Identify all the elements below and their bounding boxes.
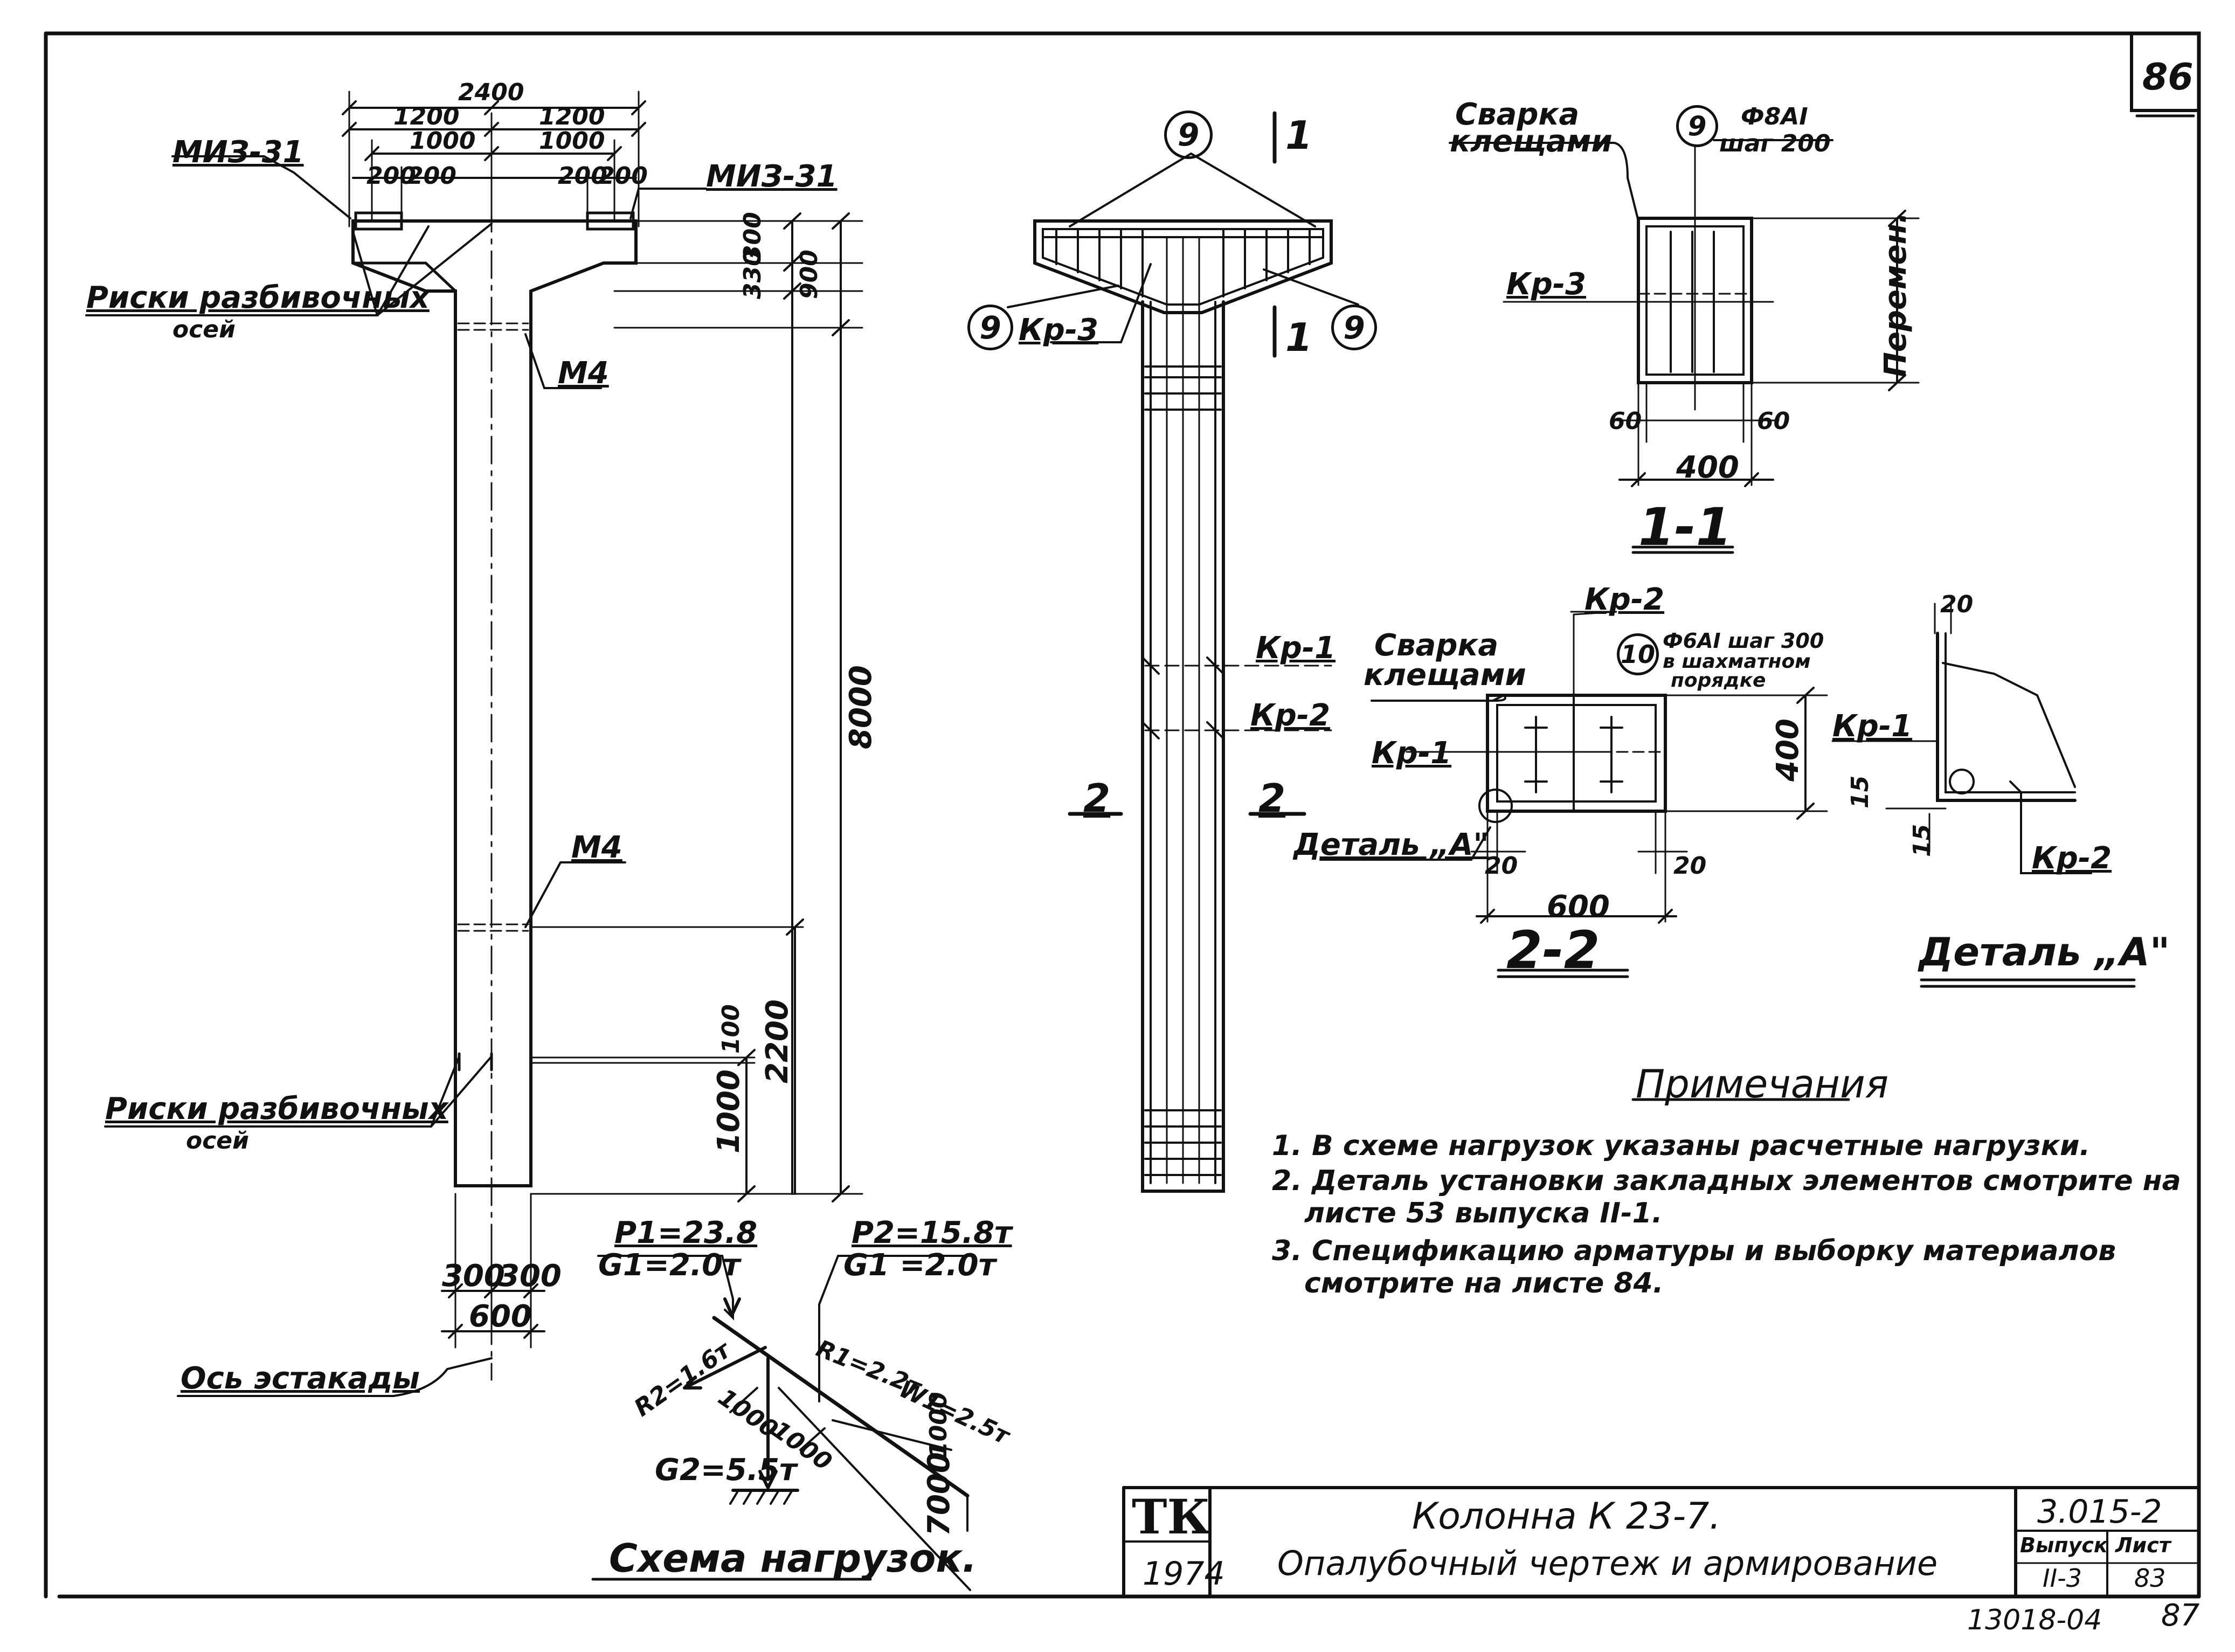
position-9-left: 9 [967, 305, 1013, 350]
section-2-2-title: 2-2 [1506, 920, 1600, 980]
dim-300-right: 300 [499, 1259, 562, 1294]
position-10-section: 10 [1617, 633, 1659, 675]
dim-8000: 8000 [843, 665, 878, 749]
variable-label: Перемен. [1878, 212, 1913, 377]
dim-100: 100 [717, 1004, 745, 1054]
kr2-label-detail: Кр-2 [2032, 841, 2112, 876]
bar-spec-2-2-order: порядке [1671, 669, 1766, 692]
note-3: 3. Спецификацию арматуры и выборку матер… [1272, 1235, 2116, 1267]
sheet-number-top: 86 [2142, 56, 2194, 99]
dim-200-c: 200 [558, 162, 607, 190]
load-g1-left: G1=2.0т [598, 1248, 741, 1283]
bar-spec-2-2-pattern: в шахматном [1663, 651, 1811, 673]
detail-a-title: Деталь „А" [1919, 929, 2170, 974]
title-block-logo: ТК [1132, 1489, 1210, 1545]
title-block-title-2: Опалубочный чертеж и армирование [1277, 1544, 1938, 1583]
dim-2200: 2200 [760, 999, 795, 1083]
load-g1-right: G1 =2.0т [843, 1248, 997, 1283]
dim-200-a: 200 [366, 162, 416, 190]
position-9-top: 9 [1164, 110, 1213, 159]
dim-400-section-1: 400 [1676, 450, 1739, 485]
detail-a-dim-15-b: 15 [1908, 824, 1936, 857]
risk-label-bottom-axes: осей [186, 1127, 249, 1155]
notes-heading: Примечания [1636, 1061, 1889, 1107]
section-1-1-title: 1-1 [1638, 497, 1732, 557]
mark-m4-top: М4 [558, 356, 609, 391]
title-block-issue-value: II-3 [2043, 1564, 2082, 1593]
kr1-label-detail: Кр-1 [1832, 709, 1913, 744]
dim-1000-right: 1000 [539, 127, 605, 155]
dim-20-left: 20 [1485, 852, 1518, 880]
dim-600-section-2: 600 [1547, 889, 1610, 924]
risk-label-top-axes: осей [172, 316, 236, 343]
detail-a-dim-15-a: 15 [1846, 775, 1874, 808]
dim-400-section-2: 400 [1770, 718, 1805, 782]
title-block-year: 1974 [1143, 1555, 1225, 1593]
load-dim-7000: 7000 [922, 1452, 957, 1536]
position-9-section: 9 [1676, 105, 1718, 147]
risk-label-top: Риски разбивочных [86, 280, 430, 315]
weld-label-1: Сварка [1455, 97, 1580, 132]
dim-60-left: 60 [1609, 407, 1642, 435]
title-block-issue-label: Выпуск [2020, 1533, 2108, 1557]
section-2-right: 2 [1258, 776, 1286, 821]
footer-code: 13018-04 [1967, 1604, 2102, 1636]
dim-330: 330 [739, 250, 766, 299]
bar-spec-1-1: Ф8АI [1741, 103, 1808, 130]
note-1: 1. В схеме нагрузок указаны расчетные на… [1272, 1130, 2091, 1162]
footer-page: 87 [2161, 1598, 2200, 1633]
dim-600: 600 [469, 1299, 532, 1334]
mark-m4-bottom: М4 [571, 830, 622, 865]
load-g2: G2=5.5т [655, 1453, 797, 1488]
position-9-right: 9 [1331, 305, 1377, 350]
kr3-label-view: Кр-3 [1019, 313, 1099, 348]
title-block-sheet-label: Лист [2115, 1533, 2171, 1557]
dim-200-b: 200 [407, 162, 456, 190]
risk-label-bottom: Риски разбивочных [105, 1091, 448, 1126]
kr2-label-view: Кр-2 [1250, 698, 1331, 733]
load-p1: P1=23.8 [614, 1215, 758, 1250]
note-2: 2. Деталь установки закладных элементов … [1272, 1165, 2181, 1197]
mark-miz-right: МИЗ-31 [706, 159, 838, 194]
dim-20-right: 20 [1673, 852, 1707, 880]
kr3-label-section: Кр-3 [1506, 267, 1587, 302]
dim-half-right: 1200 [539, 103, 605, 130]
load-dim-1000-c: 1000 [925, 1392, 952, 1458]
section-mark-top: 1 [1285, 113, 1313, 158]
kr1-label-view: Кр-1 [1256, 631, 1336, 666]
weld-label-2: Сварка [1374, 628, 1499, 663]
weld-label-1-method: клещами [1450, 124, 1613, 159]
section-2-left: 2 [1083, 776, 1111, 821]
dim-900: 900 [795, 250, 823, 299]
bar-spec-2-2: Ф6АI шаг 300 [1663, 629, 1824, 653]
dim-300-left: 300 [442, 1259, 505, 1294]
axis-label: Ось эстакады [181, 1361, 420, 1396]
title-block-title-1: Колонна К 23-7. [1412, 1495, 1721, 1538]
title-block-doc-code: 3.015-2 [2037, 1493, 2162, 1531]
kr1-label-section: Кр-1 [1372, 736, 1452, 771]
detail-a-dim-20: 20 [1940, 591, 1974, 618]
load-p2: P2=15.8т [852, 1215, 1012, 1250]
kr2-label-section: Кр-2 [1584, 582, 1665, 617]
bar-spec-1-1-step: шаг 200 [1719, 130, 1831, 157]
dim-200-d: 200 [598, 162, 648, 190]
dim-1000-left: 1000 [410, 127, 476, 155]
load-scheme-title: Схема нагрузок. [609, 1536, 977, 1581]
dim-60-right: 60 [1757, 407, 1790, 435]
mark-miz-left: МИЗ-31 [172, 135, 304, 170]
weld-label-2-method: клещами [1364, 658, 1526, 693]
detail-a-reference: Деталь „А" [1293, 827, 1489, 862]
note-3-continued: смотрите на листе 84. [1304, 1267, 1664, 1300]
note-2-continued: листе 53 выпуска II-1. [1304, 1197, 1663, 1229]
dim-total-width: 2400 [458, 79, 524, 106]
title-block-sheet-value: 83 [2134, 1564, 2166, 1593]
section-mark-bottom: 1 [1285, 315, 1313, 360]
dim-half-left: 1200 [393, 103, 460, 130]
dim-1000-bottom: 1000 [711, 1069, 746, 1153]
